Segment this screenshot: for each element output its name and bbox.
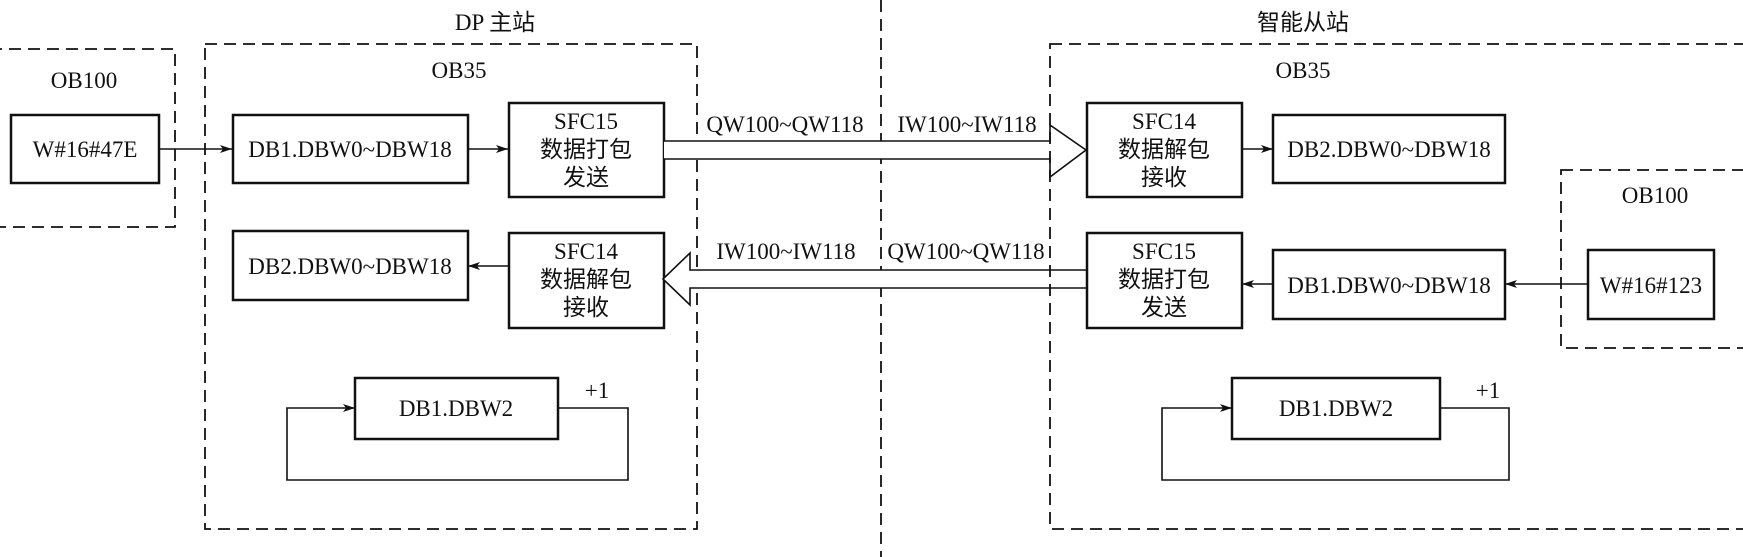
master-ob35-frame — [204, 43, 698, 530]
slave-sfc15-box — [1085, 231, 1244, 330]
slave-counter-loop — [1161, 404, 1510, 481]
master-increment: +1 — [585, 378, 609, 403]
master-recv-db: DB2.DBW0~DBW18 — [248, 254, 451, 279]
master-init-box — [9, 113, 161, 185]
master-counter-loop — [286, 404, 629, 481]
slave-sfc15-line1: SFC15 — [1132, 239, 1196, 264]
master-sfc14-box — [507, 231, 666, 330]
slave-ob35-label: OB35 — [1276, 58, 1331, 83]
slave-increment: +1 — [1476, 378, 1500, 403]
slave-sfc14-line1: SFC14 — [1132, 109, 1196, 134]
master-counter-box — [353, 376, 560, 441]
master-init-value: W#16#47E — [33, 137, 138, 162]
slave-ob100-frame — [1560, 169, 1743, 349]
slave-init-value: W#16#123 — [1600, 273, 1702, 298]
master-sfc14-line2: 数据解包 — [540, 267, 632, 292]
master-sfc15-box — [507, 101, 666, 199]
master-sfc14-line3: 接收 — [563, 295, 609, 320]
slave-sfc14-line2: 数据解包 — [1118, 137, 1210, 162]
slave-recv-db: DB2.DBW0~DBW18 — [1287, 137, 1490, 162]
master-ob100-frame — [0, 48, 176, 228]
master-sfc15-line1: SFC15 — [554, 109, 618, 134]
master-send-db: DB1.DBW0~DBW18 — [248, 137, 451, 162]
master-ob35-label: OB35 — [432, 58, 487, 83]
master-ob100-label: OB100 — [51, 68, 117, 93]
slave-send-db: DB1.DBW0~DBW18 — [1287, 273, 1490, 298]
master-title: DP 主站 — [455, 10, 535, 35]
master-sfc15-line2: 数据打包 — [540, 137, 632, 162]
forward-slave-side: IW100~IW118 — [897, 112, 1036, 137]
master-recv-db-box — [231, 229, 470, 302]
slave-send-db-box — [1271, 248, 1507, 321]
forward-master-side: QW100~QW118 — [706, 112, 863, 137]
slave-title: 智能从站 — [1257, 10, 1349, 35]
slave-sfc15-line2: 数据打包 — [1118, 267, 1210, 292]
backward-data-arrow — [661, 251, 1086, 307]
slave-recv-db-box — [1271, 113, 1507, 185]
slave-ob35-frame — [1049, 43, 1743, 530]
slave-sfc14-box — [1085, 101, 1244, 199]
master-sfc14-line1: SFC14 — [554, 239, 618, 264]
slave-sfc15-line3: 发送 — [1141, 295, 1187, 320]
backward-master-side: IW100~IW118 — [716, 239, 855, 264]
slave-counter: DB1.DBW2 — [1279, 396, 1393, 421]
slave-counter-box — [1230, 376, 1442, 441]
backward-slave-side: QW100~QW118 — [887, 239, 1044, 264]
master-counter: DB1.DBW2 — [399, 396, 513, 421]
master-sfc15-line3: 发送 — [563, 165, 609, 190]
slave-init-box — [1586, 248, 1716, 321]
slave-ob100-label: OB100 — [1622, 183, 1688, 208]
slave-sfc14-line3: 接收 — [1141, 165, 1187, 190]
